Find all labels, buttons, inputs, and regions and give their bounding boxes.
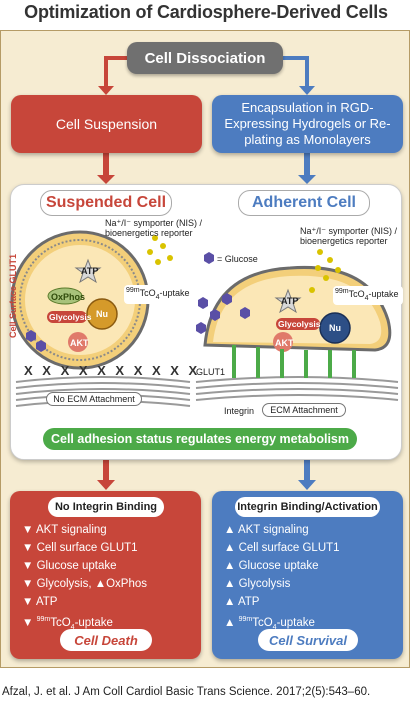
- akt-circle-right: [273, 332, 293, 352]
- citation: Afzal, J. et al. J Am Coll Cardiol Basic…: [2, 686, 371, 698]
- akt-label-left: AKT: [70, 338, 89, 348]
- glut1-surface-label: Cell Surface GLUT1: [8, 253, 18, 338]
- glycolysis-tag-right: [276, 318, 320, 330]
- left-outcome-list: ▼ AKT signaling ▼ Cell surface GLUT1 ▼ G…: [22, 521, 147, 637]
- arrowhead-encapsulation: [299, 86, 315, 95]
- atp-star-right: [274, 288, 302, 314]
- arrow-to-suspension: [104, 56, 127, 88]
- glucose-left: [26, 330, 46, 352]
- suspended-nucleus: [86, 298, 118, 330]
- no-ecm-attachment-label: No ECM Attachment: [46, 392, 142, 406]
- right-outcome-item: ▲ AKT signaling: [224, 524, 309, 536]
- energy-metabolism-banner: Cell adhesion status regulates energy me…: [43, 428, 357, 450]
- oxphos-mito-left: [47, 287, 83, 305]
- left-outcome-uptake: ▼ 99mTcO4-uptake: [22, 616, 113, 632]
- left-outcome-item: ▼ Glucose uptake: [22, 560, 117, 572]
- left-outcome-item: ▼ AKT signaling: [22, 524, 107, 536]
- arrow-susp-to-panel: [103, 153, 109, 177]
- arrowhead-enc-panel: [298, 175, 316, 184]
- right-outcome-item: ▲ ATP: [224, 596, 260, 608]
- right-outcome-item: ▲ Glycolysis: [224, 578, 291, 590]
- encapsulation-box: Encapsulation in RGD-Expressing Hydrogel…: [212, 95, 403, 153]
- uptake-label-right: 99mTcO4-uptake: [333, 286, 403, 305]
- atp-star-left: [74, 258, 102, 284]
- left-outcome-item: ▼ Glycolysis, ▲OxPhos: [22, 578, 148, 590]
- glut1-label: GLUT1: [196, 367, 226, 377]
- glycolysis-label-right: Glycolysis: [278, 319, 321, 329]
- arrow-to-encapsulation: [283, 56, 309, 88]
- figure-title: Optimization of Cardiosphere-Derived Cel…: [24, 2, 388, 22]
- adherent-nucleus: [319, 312, 351, 344]
- cell-death-pill: Cell Death: [60, 629, 152, 651]
- arrowhead-susp-panel: [97, 175, 115, 184]
- arrowhead-panel-left: [97, 480, 115, 490]
- arrowhead-suspension: [98, 86, 114, 95]
- ecm-fibers-right: [195, 376, 399, 401]
- arrow-enc-to-panel: [304, 153, 310, 177]
- arrow-panel-to-left: [103, 460, 109, 482]
- left-outcome-item: ▼ Cell surface GLUT1: [22, 542, 138, 554]
- atp-label-right: ATP: [281, 296, 299, 306]
- adherent-cell-title: Adherent Cell: [238, 190, 370, 216]
- ecm-attachment-label: ECM Attachment: [262, 403, 346, 417]
- glucose-legend-hex: [204, 252, 214, 264]
- integrin-binding-header: Integrin Binding/Activation: [235, 497, 380, 517]
- cell-survival-pill: Cell Survival: [258, 629, 358, 651]
- arrow-panel-to-right: [304, 460, 310, 482]
- arrowhead-panel-right: [298, 480, 316, 490]
- no-integrin-binding-header: No Integrin Binding: [48, 497, 164, 517]
- nu-label-left: Nu: [96, 309, 108, 319]
- glycolysis-label-left: Glycolysis: [49, 312, 92, 322]
- radiation-dots-left: [147, 235, 173, 265]
- atp-label-left: ATP: [81, 266, 99, 276]
- nis-label-left: Na⁺/I⁻ symporter (NIS) / bioenergetics r…: [105, 218, 203, 238]
- glycolysis-tag-left: [47, 311, 87, 323]
- left-outcome-item: ▼ ATP: [22, 596, 58, 608]
- ecm-fibers-left: [15, 376, 191, 407]
- nu-label-right: Nu: [329, 323, 341, 333]
- glucose-legend-label: = Glucose: [217, 254, 258, 264]
- nis-label-right: Na⁺/I⁻ symporter (NIS) / bioenergetics r…: [300, 226, 398, 246]
- akt-circle-left: [68, 332, 88, 352]
- integrin-stalks: [232, 345, 356, 378]
- glucose-right: [196, 293, 250, 334]
- right-outcome-item: ▲ Cell surface GLUT1: [224, 542, 340, 554]
- right-outcome-uptake: ▲ 99mTcO4-uptake: [224, 616, 315, 632]
- no-attachment-marks: X X X X X X X X X X: [24, 363, 201, 378]
- uptake-label-left: 99mTcO4-uptake: [124, 285, 198, 304]
- right-outcome-item: ▲ Glucose uptake: [224, 560, 319, 572]
- cell-dissociation-pill: Cell Dissociation: [127, 42, 283, 74]
- oxphos-label: OxPhos: [51, 292, 86, 302]
- cell-suspension-box: Cell Suspension: [11, 95, 202, 153]
- integrin-label: Integrin: [224, 406, 255, 416]
- radiation-dots-right: [309, 249, 341, 293]
- suspended-cell-title: Suspended Cell: [40, 190, 172, 216]
- right-outcome-list: ▲ AKT signaling ▲ Cell surface GLUT1 ▲ G…: [224, 521, 340, 637]
- akt-label-right: AKT: [275, 338, 294, 348]
